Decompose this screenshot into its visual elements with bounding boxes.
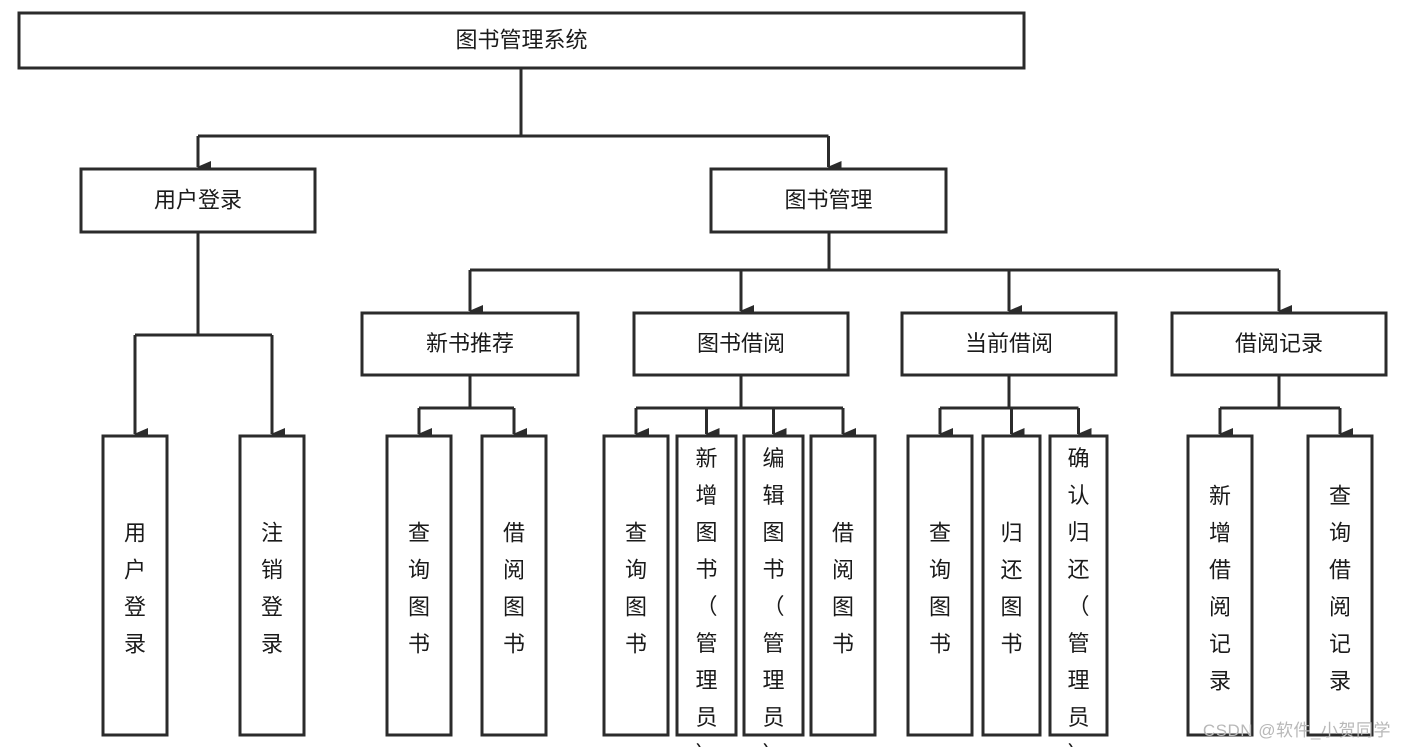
node-box-book-borrow bbox=[632, 311, 850, 377]
node-label-leaf-confirm-return: 确认归还（管理员） bbox=[1067, 446, 1089, 747]
connector-edge-bm-bus bbox=[468, 232, 1292, 317]
node-user-login[interactable]: 用户登录 bbox=[79, 167, 317, 234]
node-leaf-add-book[interactable]: 新增图书（管理员） bbox=[675, 434, 738, 747]
node-root[interactable]: 图书管理系统 bbox=[17, 11, 1026, 70]
node-label-root: 图书管理系统 bbox=[455, 27, 587, 52]
connector-edge-cb-bus bbox=[938, 375, 1092, 440]
node-box-leaf-return-book bbox=[981, 434, 1042, 737]
node-box-current-borrow bbox=[900, 311, 1118, 377]
node-box-leaf-logout bbox=[238, 434, 306, 737]
node-label-leaf-logout: 注销登录 bbox=[261, 520, 283, 656]
node-label-leaf-query-book-1: 查询图书 bbox=[408, 520, 430, 656]
node-box-root bbox=[17, 11, 1026, 70]
node-box-leaf-borrow-book-1 bbox=[480, 434, 548, 737]
node-current-borrow[interactable]: 当前借阅 bbox=[900, 311, 1118, 377]
node-label-user-login: 用户登录 bbox=[154, 187, 242, 212]
node-leaf-query-book-1[interactable]: 查询图书 bbox=[385, 434, 453, 737]
node-label-book-borrow: 图书借阅 bbox=[697, 331, 785, 356]
node-label-leaf-user-login: 用户登录 bbox=[124, 520, 146, 656]
node-box-book-manage bbox=[709, 167, 948, 234]
node-box-leaf-add-record bbox=[1186, 434, 1254, 737]
node-label-leaf-edit-book: 编辑图书（管理员） bbox=[762, 446, 784, 747]
node-leaf-borrow-book-2[interactable]: 借阅图书 bbox=[809, 434, 877, 737]
node-label-leaf-query-record: 查询借阅记录 bbox=[1329, 483, 1351, 693]
node-label-book-manage: 图书管理 bbox=[784, 187, 872, 212]
node-leaf-query-book-2[interactable]: 查询图书 bbox=[602, 434, 670, 737]
node-label-new-book-recommend: 新书推荐 bbox=[426, 331, 514, 356]
node-borrow-record[interactable]: 借阅记录 bbox=[1170, 311, 1388, 377]
node-label-borrow-record: 借阅记录 bbox=[1235, 331, 1323, 356]
connector-edge-nbr-bus bbox=[417, 375, 527, 440]
node-leaf-query-record[interactable]: 查询借阅记录 bbox=[1306, 434, 1374, 737]
node-box-leaf-query-book-3 bbox=[906, 434, 974, 737]
node-box-new-book-recommend bbox=[360, 311, 580, 377]
connector-edge-br-bus bbox=[1218, 375, 1353, 440]
node-label-leaf-borrow-book-1: 借阅图书 bbox=[503, 520, 525, 656]
node-layer: 图书管理系统用户登录图书管理新书推荐图书借阅当前借阅借阅记录用户登录注销登录查询… bbox=[17, 11, 1388, 747]
node-leaf-logout[interactable]: 注销登录 bbox=[238, 434, 306, 737]
node-box-leaf-query-book-2 bbox=[602, 434, 670, 737]
node-box-leaf-query-record bbox=[1306, 434, 1374, 737]
edge-layer bbox=[133, 68, 1353, 440]
connector-edge-login-bus bbox=[133, 232, 285, 440]
node-box-leaf-add-book bbox=[675, 434, 738, 737]
node-box-leaf-confirm-return bbox=[1048, 434, 1109, 737]
connector-edge-root-bus bbox=[196, 68, 842, 173]
node-leaf-edit-book[interactable]: 编辑图书（管理员） bbox=[742, 434, 805, 747]
node-leaf-user-login[interactable]: 用户登录 bbox=[101, 434, 169, 737]
node-leaf-borrow-book-1[interactable]: 借阅图书 bbox=[480, 434, 548, 737]
node-label-current-borrow: 当前借阅 bbox=[965, 331, 1053, 356]
node-box-leaf-borrow-book-2 bbox=[809, 434, 877, 737]
node-label-leaf-return-book: 归还图书 bbox=[1000, 520, 1022, 656]
node-leaf-add-record[interactable]: 新增借阅记录 bbox=[1186, 434, 1254, 737]
node-box-leaf-user-login bbox=[101, 434, 169, 737]
node-new-book-recommend[interactable]: 新书推荐 bbox=[360, 311, 580, 377]
node-box-borrow-record bbox=[1170, 311, 1388, 377]
node-label-leaf-borrow-book-2: 借阅图书 bbox=[832, 520, 854, 656]
connector-edge-bb-bus bbox=[634, 375, 856, 440]
node-box-user-login bbox=[79, 167, 317, 234]
node-leaf-confirm-return[interactable]: 确认归还（管理员） bbox=[1048, 434, 1109, 747]
node-label-leaf-query-book-3: 查询图书 bbox=[929, 520, 951, 656]
node-book-manage[interactable]: 图书管理 bbox=[709, 167, 948, 234]
node-label-leaf-query-book-2: 查询图书 bbox=[625, 520, 647, 656]
node-leaf-return-book[interactable]: 归还图书 bbox=[981, 434, 1042, 737]
node-box-leaf-edit-book bbox=[742, 434, 805, 737]
node-label-leaf-add-book: 新增图书（管理员） bbox=[695, 446, 717, 747]
node-box-leaf-query-book-1 bbox=[385, 434, 453, 737]
node-leaf-query-book-3[interactable]: 查询图书 bbox=[906, 434, 974, 737]
node-label-leaf-add-record: 新增借阅记录 bbox=[1209, 483, 1231, 693]
node-book-borrow[interactable]: 图书借阅 bbox=[632, 311, 850, 377]
watermark-text: CSDN @软件_小贺同学 bbox=[1202, 721, 1391, 740]
